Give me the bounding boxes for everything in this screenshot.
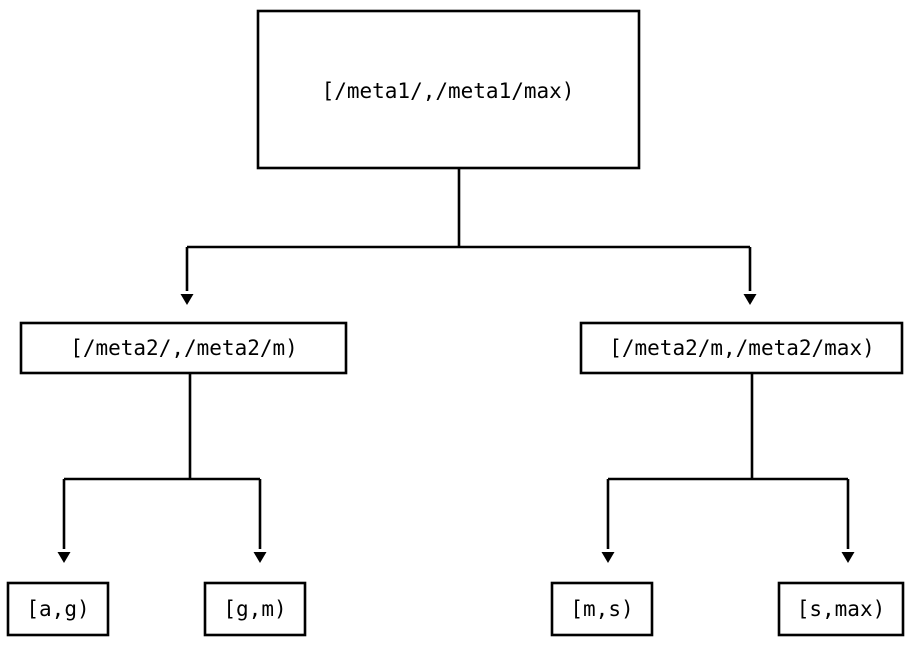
node-root-label: [/meta1/,/meta1/max) (322, 79, 575, 103)
node-leaf-1-box[interactable] (6, 581, 110, 637)
node-mid-left-label: [/meta2/,/meta2/m) (70, 336, 298, 360)
edge-midleft-to-leaves (57, 373, 267, 563)
node-leaf-2-label: [g,m) (223, 597, 286, 621)
edge-midright-to-leaves (601, 373, 855, 563)
node-leaf-a-g[interactable]: [a,g) (6, 581, 110, 637)
arrowhead-down-icon (743, 294, 757, 305)
node-leaf-1-label: [a,g) (26, 597, 89, 621)
node-leaf-g-m[interactable]: [g,m) (203, 581, 307, 637)
node-mid-right-label: [/meta2/m,/meta2/max) (609, 336, 875, 360)
node-leaf-s-max[interactable]: [s,max) (777, 581, 905, 637)
node-leaf-3-box[interactable] (550, 581, 654, 637)
node-root[interactable]: [/meta1/,/meta1/max) (256, 9, 641, 170)
arrowhead-down-icon (841, 552, 855, 563)
arrowhead-down-icon (601, 552, 615, 563)
arrowhead-down-icon (253, 552, 267, 563)
node-leaf-2-box[interactable] (203, 581, 307, 637)
node-leaf-4-box[interactable] (777, 581, 905, 637)
node-leaf-3-label: [m,s) (570, 597, 633, 621)
node-mid-right-box[interactable] (579, 321, 904, 375)
node-mid-left-box[interactable] (19, 321, 348, 375)
node-leaf-4-label: [s,max) (797, 597, 886, 621)
node-root-box[interactable] (256, 9, 641, 170)
arrowhead-down-icon (57, 552, 71, 563)
arrowhead-down-icon (180, 294, 194, 305)
node-mid-right[interactable]: [/meta2/m,/meta2/max) (579, 321, 904, 375)
node-leaf-m-s[interactable]: [m,s) (550, 581, 654, 637)
node-mid-left[interactable]: [/meta2/,/meta2/m) (19, 321, 348, 375)
edge-root-to-middle (180, 168, 757, 305)
